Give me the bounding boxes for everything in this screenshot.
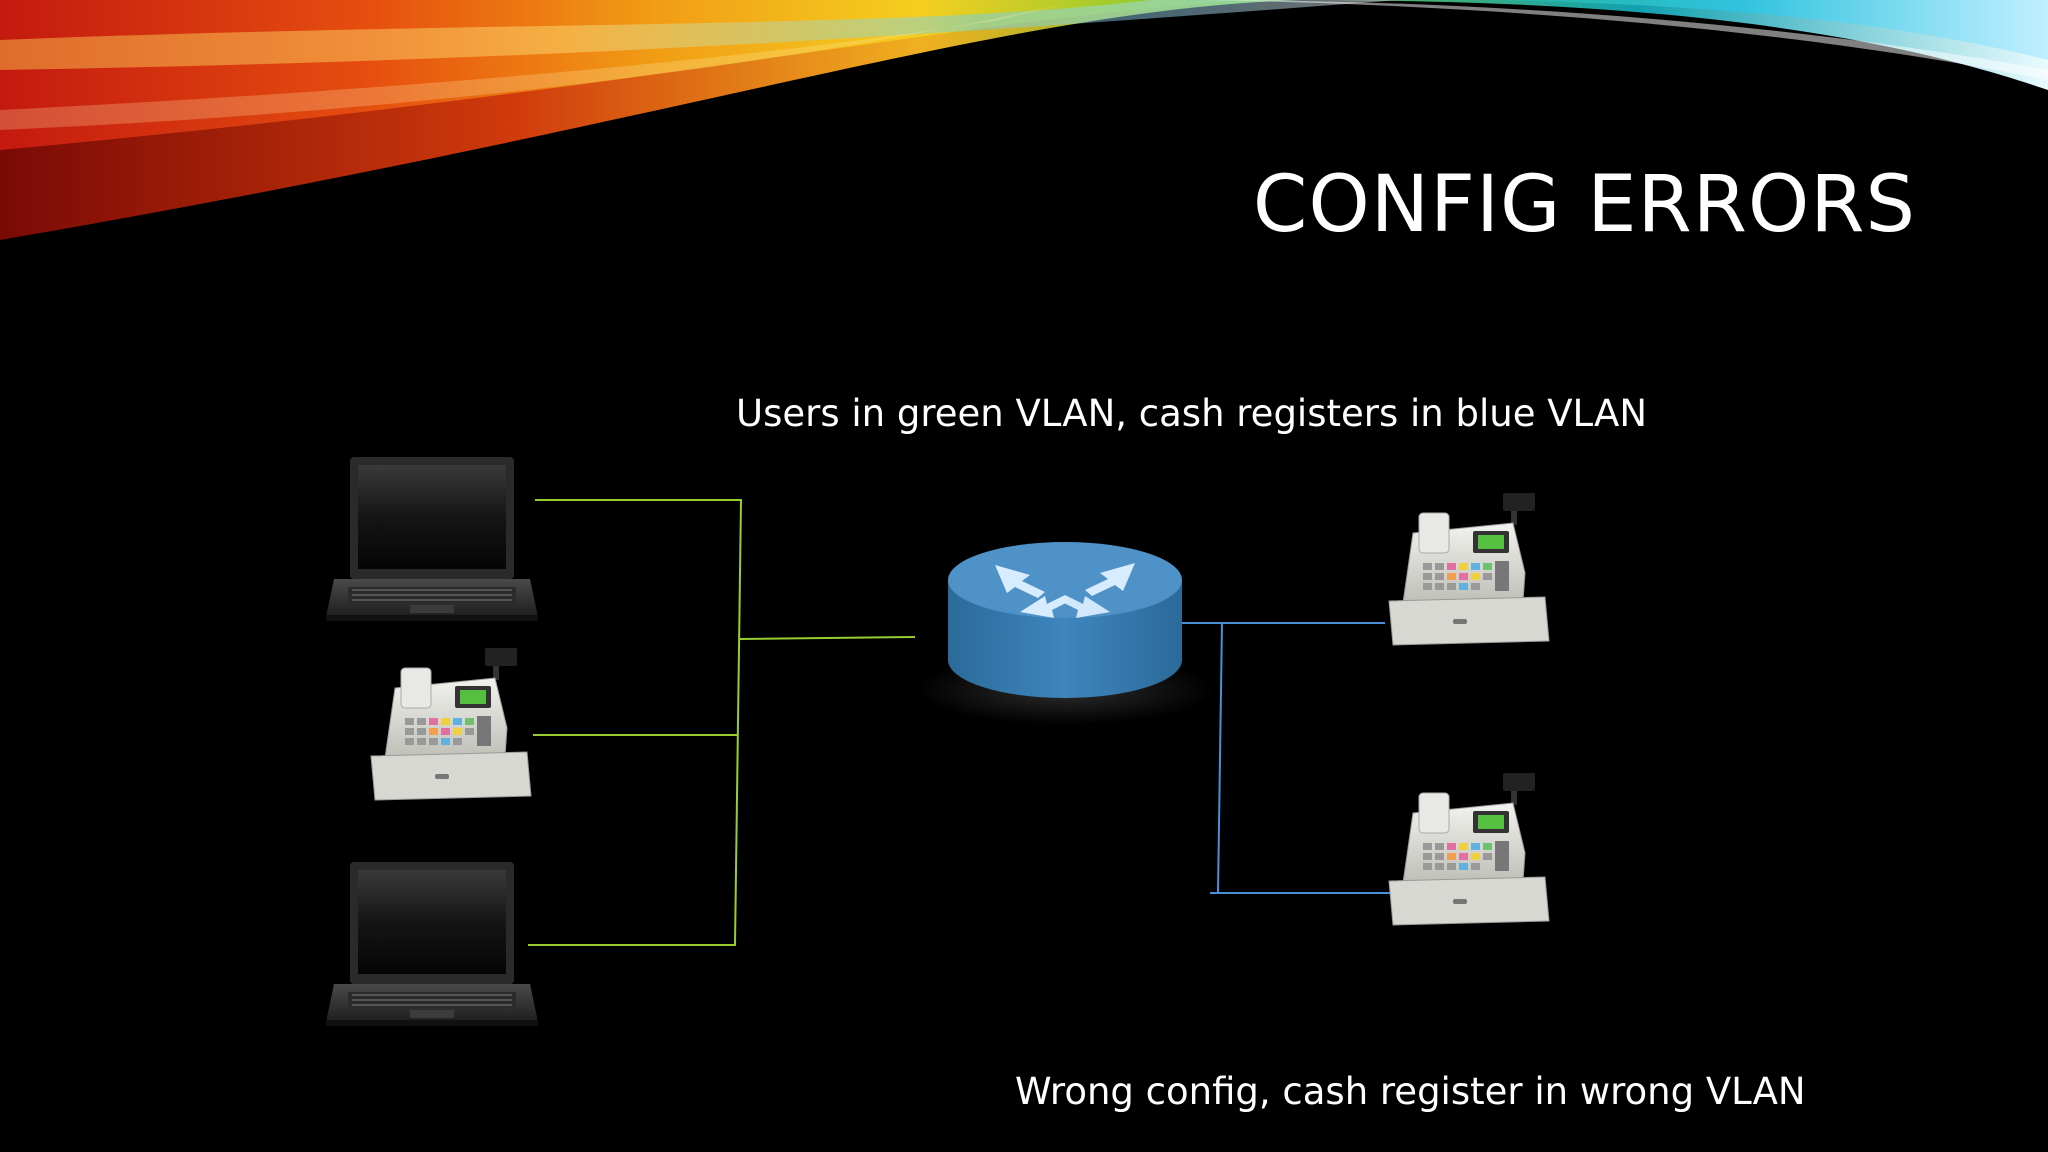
- laptop-icon: [326, 457, 538, 621]
- caption-top: Users in green VLAN, cash registers in b…: [736, 392, 1647, 435]
- slide-title: CONFIG ERRORS: [1252, 160, 1916, 250]
- cash-register-icon: [1388, 492, 1550, 646]
- router-icon: [915, 542, 1215, 725]
- green-vlan-links: [528, 499, 916, 946]
- blue-vlan-links: [1180, 622, 1392, 894]
- rainbow-banner: [0, 0, 2048, 240]
- caption-bottom: Wrong config, cash register in wrong VLA…: [1015, 1070, 1806, 1113]
- cash-register-icon: [370, 647, 532, 801]
- laptop-icon: [326, 862, 538, 1026]
- cash-register-icon: [1388, 772, 1550, 926]
